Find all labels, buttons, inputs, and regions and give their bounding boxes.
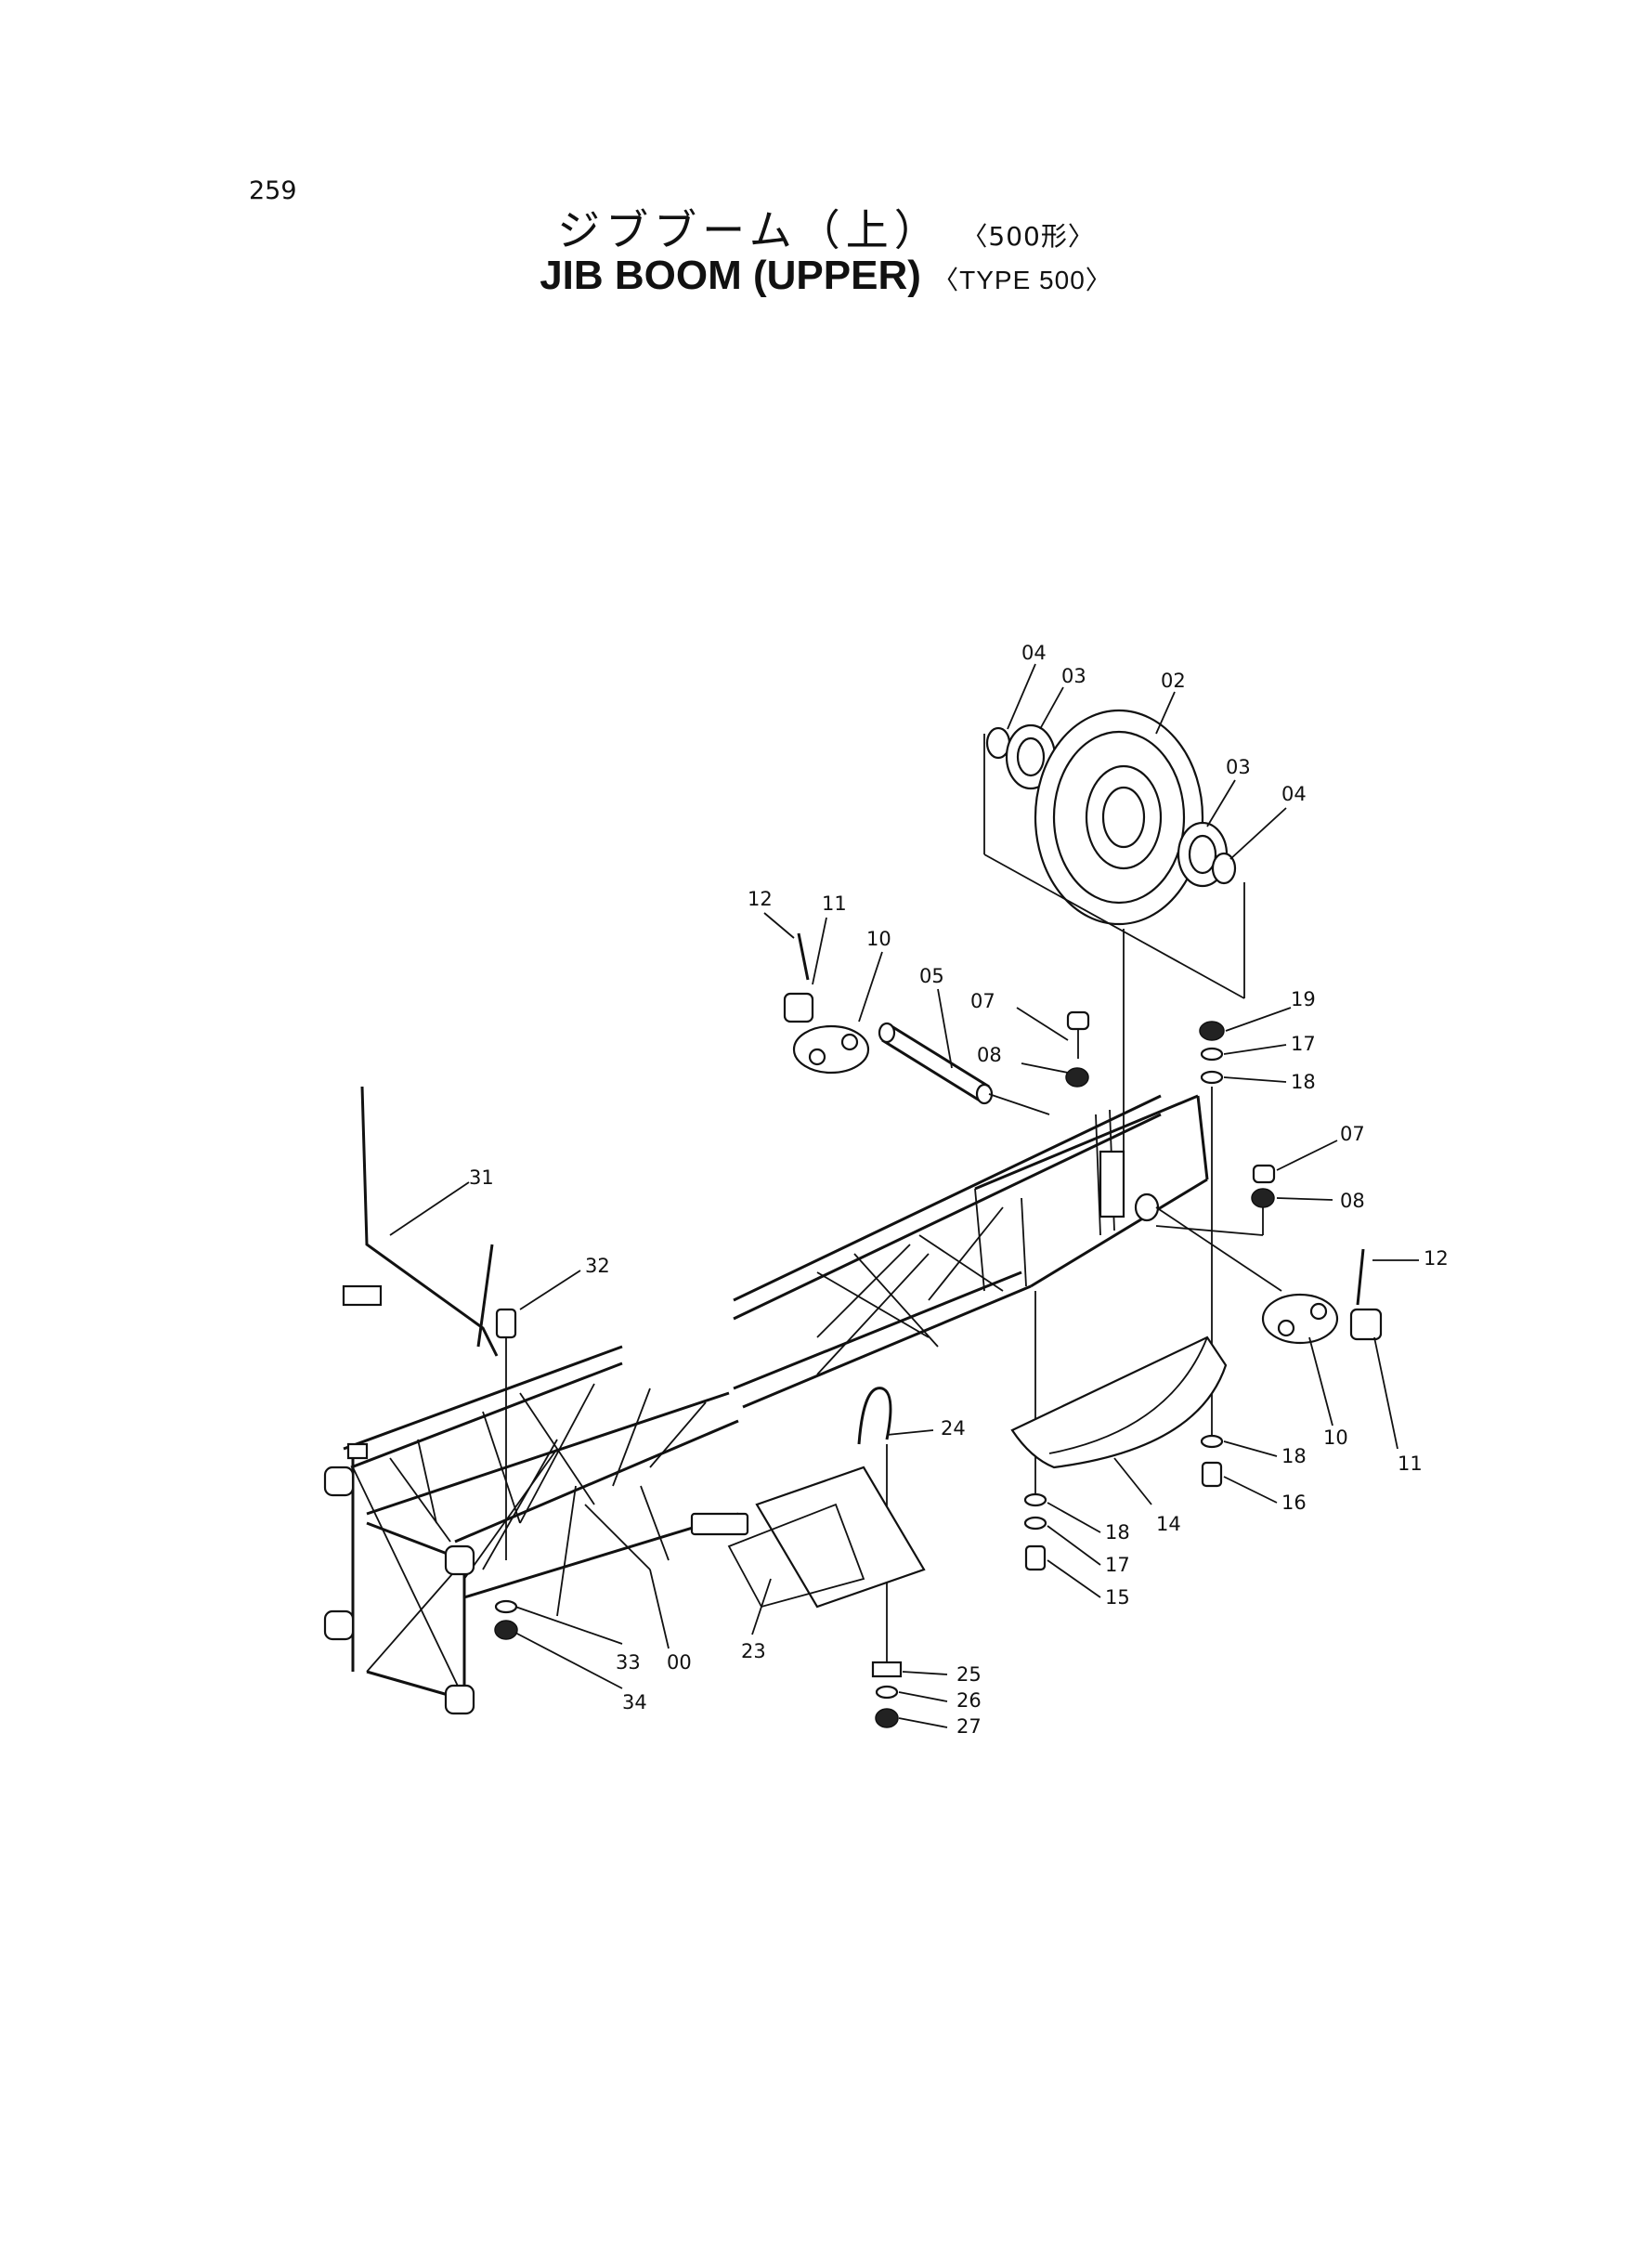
callout-12: 12 [748, 888, 773, 910]
callout-31: 31 [469, 1166, 494, 1189]
callout-19: 19 [1291, 988, 1316, 1010]
callout-18: 18 [1105, 1521, 1130, 1544]
callout-11: 11 [1398, 1453, 1423, 1475]
callout-17: 17 [1291, 1033, 1316, 1055]
callout-26: 26 [956, 1689, 982, 1712]
guard-walkway-bracket [342, 1086, 1228, 1609]
callout-08: 08 [977, 1044, 1002, 1066]
sheave-assembly [983, 709, 1245, 1161]
callout-10: 10 [866, 928, 891, 950]
lower-boom-section [323, 1345, 739, 1715]
callout-25: 25 [956, 1663, 982, 1686]
title-japanese-type: 〈500形〉 [961, 221, 1095, 252]
title-japanese: ジブブーム（上） 〈500形〉 [0, 197, 1652, 258]
title-english-main: JIB BOOM (UPPER) [540, 253, 921, 298]
page-number: 259 [249, 176, 297, 205]
callout-labels: 04 03 02 03 04 12 11 10 05 07 08 19 17 1… [469, 642, 1449, 1738]
callout-34: 34 [622, 1691, 647, 1713]
callout-24: 24 [941, 1417, 966, 1440]
title-english-type: 〈TYPE 500〉 [932, 266, 1112, 294]
callout-04: 04 [1281, 783, 1307, 805]
callout-05: 05 [919, 965, 944, 987]
title-english: JIB BOOM (UPPER) 〈TYPE 500〉 [0, 253, 1652, 299]
title-japanese-main: ジブブーム（上） [557, 205, 943, 255]
callout-07: 07 [970, 990, 995, 1012]
callout-03: 03 [1061, 665, 1086, 687]
callout-23: 23 [741, 1640, 766, 1662]
callout-03: 03 [1226, 756, 1251, 778]
callout-33: 33 [616, 1651, 641, 1674]
callout-27: 27 [956, 1715, 982, 1738]
callout-10: 10 [1323, 1427, 1348, 1449]
callout-17: 17 [1105, 1554, 1130, 1576]
callout-18: 18 [1291, 1071, 1316, 1093]
callout-12: 12 [1424, 1247, 1449, 1270]
callout-04: 04 [1021, 642, 1047, 664]
callout-14: 14 [1156, 1513, 1181, 1535]
callout-16: 16 [1281, 1492, 1307, 1514]
callout-15: 15 [1105, 1586, 1130, 1609]
callout-11: 11 [822, 892, 847, 915]
callout-18: 18 [1281, 1445, 1307, 1467]
callout-32: 32 [585, 1255, 610, 1277]
callout-08: 08 [1340, 1190, 1365, 1212]
callout-02: 02 [1161, 670, 1186, 692]
pin-and-plates [783, 932, 1383, 1345]
callout-07: 07 [1340, 1123, 1365, 1145]
callout-00: 00 [667, 1651, 692, 1674]
upper-boom-section [733, 1094, 1209, 1409]
leader-lines [389, 663, 1419, 1728]
